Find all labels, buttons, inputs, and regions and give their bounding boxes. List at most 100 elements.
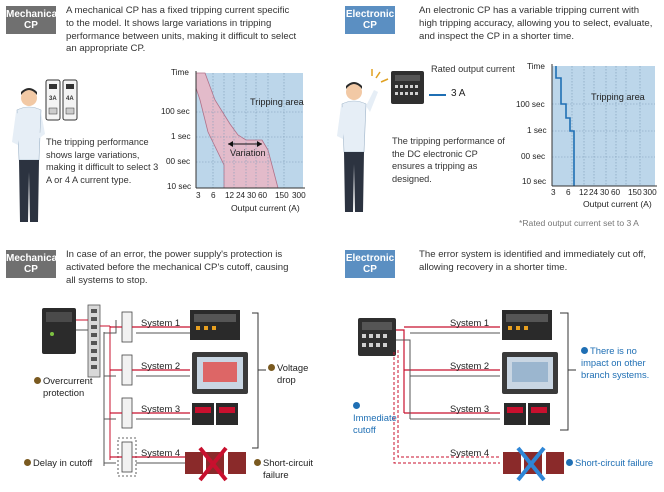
chart-y-tick: 1 sec bbox=[527, 126, 547, 135]
mechanical-cp-icons bbox=[45, 79, 78, 121]
cp-4a-label: 4A bbox=[66, 96, 74, 102]
badge-line-2: CP bbox=[24, 20, 38, 31]
chart-x-tick: 150 bbox=[275, 191, 289, 200]
short-circuit-text: Short-circuit failure bbox=[263, 457, 314, 480]
delay-cutoff-label: Delay in cutoff bbox=[24, 457, 92, 469]
overcurrent-text: Overcurrent protection bbox=[43, 375, 93, 398]
chart-x-tick: 24 bbox=[589, 188, 599, 197]
chart-x-tick: 60 bbox=[611, 188, 621, 197]
badge-line-2: CP bbox=[363, 20, 377, 31]
elec-trip-chart bbox=[551, 64, 657, 187]
system3-device-right bbox=[504, 403, 550, 425]
elec-wiring-diagram bbox=[358, 310, 576, 482]
elec-cp-note: The tripping performance of the DC elect… bbox=[392, 136, 505, 184]
rated-output-label: Rated output current bbox=[431, 64, 515, 74]
badge-line-1: Electronic bbox=[345, 9, 395, 20]
badge-line-1: Mechanical bbox=[6, 253, 60, 264]
chart-x-tick: 30 bbox=[600, 188, 610, 197]
delay-text: Delay in cutoff bbox=[33, 457, 93, 468]
system-label: System 4 bbox=[450, 447, 490, 458]
chart-x-tick: 24 bbox=[236, 191, 246, 200]
tripping-area-label: Tripping area bbox=[250, 97, 304, 107]
chart-x-tick: 300 bbox=[643, 188, 657, 197]
chart-y-tick: 10 sec bbox=[522, 177, 547, 186]
chart-x-tick: 30 bbox=[247, 191, 257, 200]
system-label: System 4 bbox=[141, 447, 181, 458]
system1-device-right bbox=[502, 310, 552, 340]
chart-x-tick: 60 bbox=[258, 191, 268, 200]
chart-x-tick: 12 bbox=[225, 191, 235, 200]
system-label: System 2 bbox=[141, 360, 181, 371]
short-circuit-text: Short-circuit failure bbox=[575, 457, 654, 468]
marker-2-icon bbox=[353, 402, 360, 409]
electronic-cp-badge: Electronic CP bbox=[345, 250, 395, 278]
variation-band bbox=[196, 73, 278, 188]
chart-x-title: Output current (A) bbox=[231, 203, 300, 213]
marker-3-icon bbox=[566, 459, 573, 466]
marker-2-icon bbox=[268, 364, 275, 371]
cp-3a-label: 3A bbox=[49, 96, 57, 102]
voltage-drop-text: Voltage drop bbox=[277, 362, 309, 385]
mech-error-description: In case of an error, the power supply's … bbox=[66, 249, 289, 286]
elec-cp-description: An electronic CP has a variable tripping… bbox=[419, 5, 653, 42]
mech-wiring-diagram bbox=[42, 304, 266, 482]
mechanical-cp-badge: Mechanical CP bbox=[6, 6, 60, 34]
badge-line-1: Mechanical bbox=[6, 9, 60, 20]
mechanical-cp-badge: Mechanical CP bbox=[6, 250, 60, 278]
marker-1-icon bbox=[581, 347, 588, 354]
chart-x-tick: 300 bbox=[292, 191, 306, 200]
mech-cp-description: A mechanical CP has a fixed tripping cur… bbox=[66, 5, 297, 55]
system-label: System 2 bbox=[450, 360, 490, 371]
chart-x-tick: 3 bbox=[196, 191, 201, 200]
person-figure-right bbox=[337, 69, 389, 212]
badge-line-1: Electronic bbox=[345, 253, 395, 264]
system2-device bbox=[192, 352, 248, 394]
no-impact-text: There is no impact on other branch syste… bbox=[581, 345, 650, 380]
electronic-cp-badge: Electronic CP bbox=[345, 6, 395, 34]
system1-device bbox=[190, 310, 240, 340]
chart-y-tick: 10 sec bbox=[167, 182, 192, 191]
chart-x-tick: 12 bbox=[579, 188, 589, 197]
marker-3-icon bbox=[24, 459, 31, 466]
tripping-area-label: Tripping area bbox=[591, 92, 645, 102]
electronic-cp-device bbox=[391, 71, 424, 104]
trip-step-curve bbox=[555, 66, 575, 186]
rated-output-value: 3 A bbox=[451, 88, 466, 99]
chart-y-tick: 00 sec bbox=[521, 152, 546, 161]
chart-x-title: Output current (A) bbox=[583, 199, 652, 209]
system-label: System 1 bbox=[450, 317, 490, 328]
mech-trip-chart bbox=[195, 71, 305, 189]
marker-1-icon bbox=[34, 377, 41, 384]
chart-x-tick: 3 bbox=[551, 188, 556, 197]
voltage-drop-label: Voltage drop bbox=[268, 362, 319, 386]
variation-label: Variation bbox=[230, 148, 266, 158]
chart-y-title: Time bbox=[171, 68, 189, 77]
system3-device bbox=[192, 403, 238, 425]
immediate-cutoff-label: Immediate cutoff bbox=[353, 400, 405, 436]
chart-y-title: Time bbox=[527, 62, 545, 71]
system4-device bbox=[185, 446, 246, 482]
badge-line-2: CP bbox=[24, 264, 38, 275]
overcurrent-protection-label: Overcurrent protection bbox=[34, 375, 115, 399]
system2-device-right bbox=[502, 352, 558, 394]
person-figure-left bbox=[12, 88, 45, 222]
marker-4-icon bbox=[254, 459, 261, 466]
chart-y-tick: 00 sec bbox=[166, 157, 191, 166]
chart-y-tick: 100 sec bbox=[516, 100, 545, 109]
system-label: System 3 bbox=[450, 403, 490, 414]
chart-y-tick: 1 sec bbox=[171, 132, 191, 141]
short-circuit-label: Short-circuit failure bbox=[254, 457, 325, 481]
system4-device-right bbox=[503, 446, 564, 482]
short-circuit-label-right: Short-circuit failure bbox=[566, 457, 653, 469]
chart-x-tick: 6 bbox=[566, 188, 571, 197]
elec-error-description: The error system is identified and immed… bbox=[419, 249, 646, 273]
badge-line-2: CP bbox=[363, 264, 377, 275]
system-label: System 3 bbox=[141, 403, 181, 414]
mech-cp-note: The tripping performance shows large var… bbox=[46, 137, 159, 185]
chart-y-tick: 100 sec bbox=[161, 107, 190, 116]
chart-x-tick: 150 bbox=[628, 188, 642, 197]
chart-x-tick: 6 bbox=[211, 191, 216, 200]
rated-footnote: *Rated output current set to 3 A bbox=[519, 218, 639, 228]
immediate-text: Immediate cutoff bbox=[353, 412, 397, 435]
